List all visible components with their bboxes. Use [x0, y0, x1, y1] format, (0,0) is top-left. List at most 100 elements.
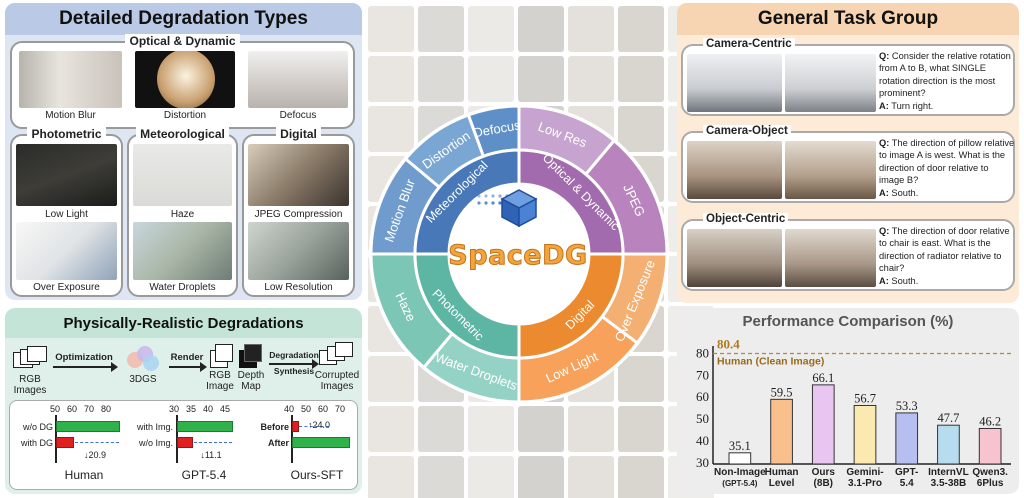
- caption: Over Exposure: [33, 282, 100, 293]
- logo-dot: [477, 194, 481, 198]
- tick-label: 60: [317, 404, 328, 414]
- mini-chart-ours: 40 50 60 70 Before After ↑24.0 Ours-SFT: [241, 400, 358, 490]
- caption: Motion Blur: [45, 110, 96, 121]
- task-answer: A: South.: [879, 188, 919, 198]
- depth-map-label: Depth Map: [237, 370, 265, 392]
- inner-segment: [413, 148, 521, 256]
- corrupted-images-label: Corrupted Images: [314, 370, 360, 392]
- x-category-label: InternVL: [928, 467, 969, 478]
- degradation-types-title: Detailed Degradation Types: [5, 3, 362, 35]
- bar-value-label: 56.7: [854, 391, 876, 405]
- human-clean-value: 80.4: [717, 337, 740, 352]
- bar: [978, 427, 1002, 465]
- logo-dot: [484, 194, 488, 198]
- tick-label: 45: [219, 404, 230, 414]
- pipeline-title: Physically-Realistic Degradations: [5, 308, 362, 338]
- y-tick-label: 80: [696, 345, 709, 360]
- delta-label: ↓20.9: [83, 450, 107, 460]
- logo-dot: [484, 201, 488, 205]
- task-title: Camera-Centric: [703, 38, 795, 50]
- x-category-label: Human: [765, 467, 799, 478]
- x-category-label: GPT-: [895, 467, 918, 478]
- arrow-icon: [53, 366, 115, 368]
- bar: [937, 424, 960, 465]
- logo-dot: [498, 194, 502, 198]
- bar-value-label: 59.5: [771, 385, 793, 399]
- task-image-b: [785, 229, 876, 287]
- bar: [811, 384, 835, 465]
- image-stack-icon: [13, 346, 47, 372]
- caption: Haze: [170, 209, 195, 220]
- tick-label: 40: [283, 404, 294, 414]
- task-title: Camera-Object: [703, 125, 791, 137]
- group-meteorological: Meteorological Haze Water Droplets: [127, 127, 238, 297]
- synthesis-label: Synthesis: [273, 366, 315, 376]
- y-tick-label: 30: [696, 455, 709, 470]
- bar-with-img: [177, 421, 233, 432]
- bar: [728, 452, 752, 465]
- caption: Distortion: [163, 110, 207, 121]
- bar: [895, 412, 919, 465]
- human-clean-label: Human (Clean Image): [717, 356, 824, 368]
- water-droplets-image: [133, 222, 232, 280]
- rgb-images-label: RGB Images: [13, 374, 47, 396]
- bar-after: [292, 437, 350, 448]
- bar-value-label: 35.1: [729, 439, 751, 453]
- y-tick-label: 40: [696, 433, 709, 448]
- tick-label: 50: [49, 404, 60, 414]
- caption: Water Droplets: [149, 282, 216, 293]
- chart-name: GPT-5.4: [181, 468, 227, 482]
- bar: [853, 404, 877, 465]
- bar: [770, 398, 793, 465]
- 3dgs-label: 3DGS: [129, 374, 157, 385]
- mini-chart-human: 50 60 70 80 w/o DG with DG ↓20.9 Human: [9, 400, 125, 490]
- caption: Low Resolution: [264, 282, 333, 293]
- group-title: Optical & Dynamic: [125, 34, 240, 48]
- caption: Defocus: [279, 110, 317, 121]
- x-category-label: Qwen3.: [972, 467, 1008, 478]
- task-answer: A: South.: [879, 276, 919, 286]
- task-question: Q: The direction of pillow relative to i…: [879, 138, 1015, 186]
- task-image-a: [687, 54, 782, 112]
- bar-before: [292, 421, 299, 432]
- task-image-b: [785, 54, 876, 112]
- y-tick-label: 70: [696, 367, 709, 382]
- bar-wo-dg: [56, 421, 120, 432]
- group-title: Photometric: [27, 127, 106, 141]
- bar-value-label: 47.7: [937, 411, 959, 425]
- logo-dot: [477, 201, 481, 205]
- bar-value-label: 46.2: [979, 414, 1001, 428]
- row-label: with DG: [20, 438, 53, 448]
- chart-name: Human: [64, 468, 104, 482]
- task-group-title: General Task Group: [677, 3, 1019, 35]
- spacedg-logo-cube-icon: [498, 186, 540, 228]
- bar-with-dg: [56, 437, 74, 448]
- degradation-types-panel: Detailed Degradation Types Optical & Dyn…: [5, 3, 362, 300]
- bar-value-label: 66.1: [812, 371, 834, 385]
- x-category-label: 5.4: [900, 478, 914, 489]
- group-photometric: Photometric Low Light Over Exposure: [10, 127, 123, 297]
- tick-label: 70: [83, 404, 94, 414]
- x-category-label: Level: [769, 478, 795, 489]
- chart-name: Ours-SFT: [290, 468, 344, 482]
- x-category-label: 3.1-Pro: [848, 478, 882, 489]
- x-category-label: (GPT-5.4): [722, 479, 757, 488]
- row-label: with Img.: [136, 422, 173, 432]
- render-label: Render: [170, 352, 204, 363]
- x-category-label: 3.5-38B: [931, 478, 967, 489]
- tick-label: 50: [300, 404, 311, 414]
- row-label: After: [267, 438, 289, 448]
- task-image-a: [687, 229, 782, 287]
- arrow-icon: [169, 366, 203, 368]
- task-image-a: [687, 141, 782, 199]
- performance-title: Performance Comparison (%): [742, 313, 954, 330]
- corrupted-images-icon: [319, 342, 355, 368]
- rgb-image-label: RGB Image: [206, 370, 234, 392]
- tick-label: 30: [168, 404, 179, 414]
- logo-dot: [491, 201, 495, 205]
- optimization-label: Optimization: [55, 352, 113, 363]
- row-label: w/o Img.: [138, 438, 173, 448]
- distortion-image: [135, 51, 235, 108]
- degradation-label: Degradation: [269, 350, 319, 360]
